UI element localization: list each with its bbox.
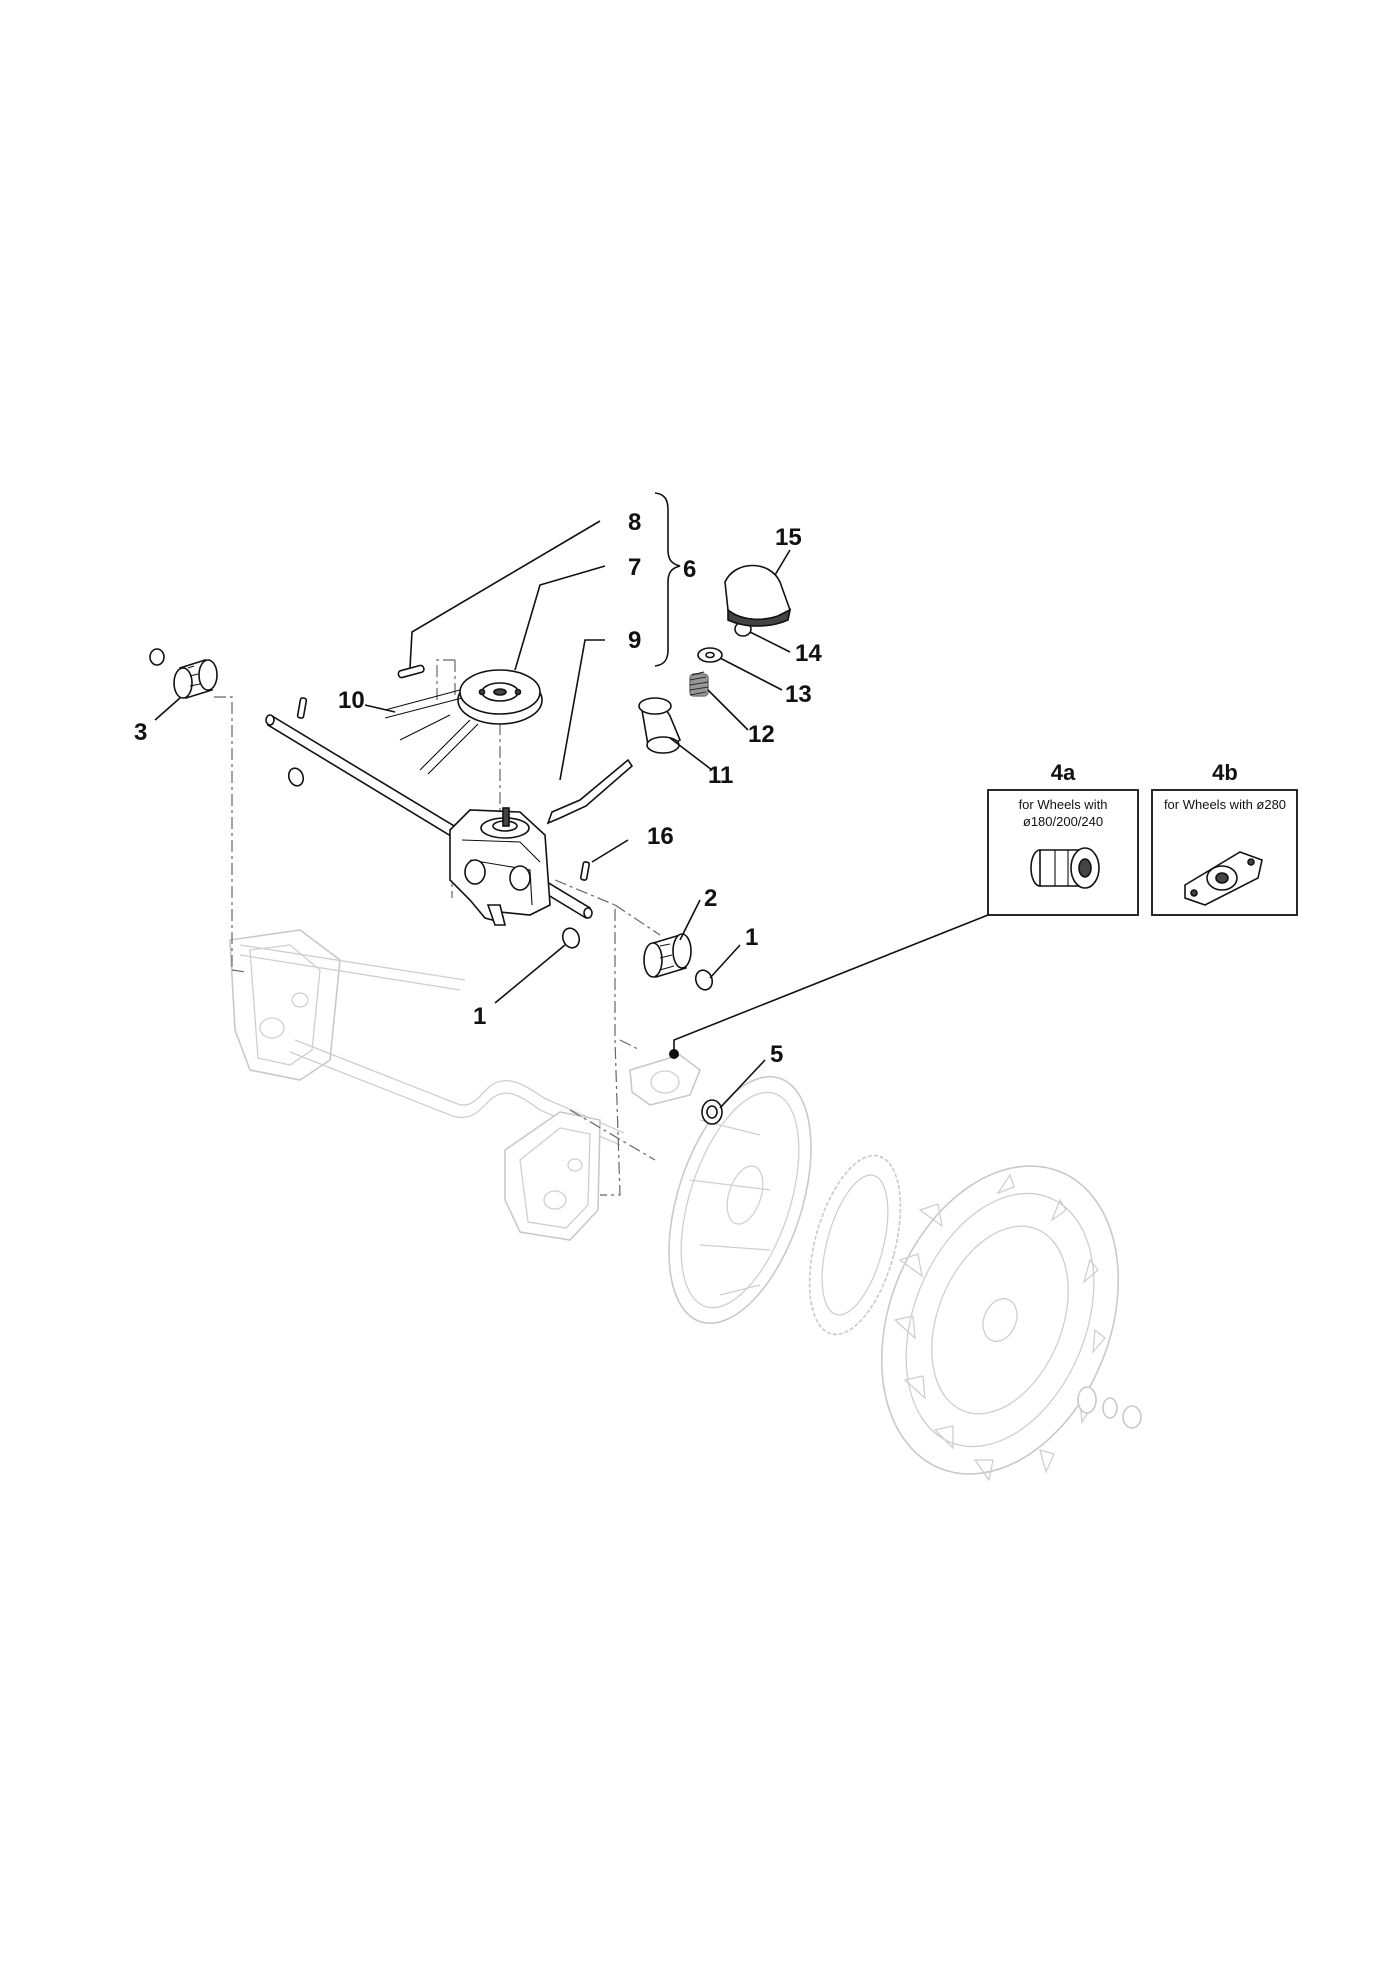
callout-labels: 8 7 6 9 15 14 13 12 11 10 3 16 2 1 1 5 (134, 509, 822, 1068)
callout-6: 6 (683, 556, 696, 583)
callout-3: 3 (134, 719, 147, 746)
callout-15: 15 (775, 524, 802, 551)
ghosted-wheel-assembly (668, 1075, 1142, 1482)
leader-lines (154, 492, 791, 1109)
callout-5: 5 (770, 1041, 783, 1068)
circlip-part-1-left (561, 927, 581, 949)
ghosted-mower-frame (229, 929, 625, 1241)
pulley (457, 669, 543, 725)
callout-1-left: 1 (473, 1003, 486, 1030)
gearbox (449, 807, 551, 926)
control-rod-part-9 (546, 758, 634, 825)
callout-13: 13 (785, 681, 812, 708)
callout-11: 11 (708, 762, 733, 789)
spring-part-12 (689, 671, 709, 697)
inset-4b-title: 4b (1212, 760, 1238, 785)
callout-1-right: 1 (745, 924, 758, 951)
callout-8: 8 (628, 509, 641, 536)
inset-4b: 4b for Wheels with ø280 (1151, 760, 1298, 916)
inset-4b-caption-1: for Wheels with ø280 (1164, 797, 1286, 812)
roll-pin-top (296, 697, 308, 719)
callout-16: 16 (647, 823, 674, 850)
callout-14: 14 (795, 640, 822, 667)
pinion-part-2 (643, 933, 692, 979)
pinion-part-3 (149, 648, 218, 700)
inset-4a-caption-1: for Wheels with (1019, 797, 1108, 812)
callout-2: 2 (704, 885, 717, 912)
callout-7: 7 (628, 554, 641, 581)
leader-part-4-to-inset (673, 914, 989, 1054)
circlip-left-lower (287, 767, 305, 787)
callout-9: 9 (628, 627, 641, 654)
bushing-part-11 (638, 697, 681, 754)
callout-10: 10 (338, 687, 365, 714)
callout-12: 12 (748, 721, 775, 748)
bearing-flange-part-4 (629, 1049, 701, 1106)
inset-4a-title: 4a (1051, 760, 1076, 785)
roll-pin-16 (579, 861, 591, 881)
inset-4a-caption-2: ø180/200/240 (1023, 814, 1103, 829)
v-belt (384, 689, 479, 775)
inset-4a: 4a for Wheels with ø180/200/240 (987, 760, 1139, 916)
key-part-8 (397, 664, 425, 679)
circlip-part-1-right (694, 969, 714, 991)
knob-part-15 (724, 564, 792, 627)
alignment-lines (214, 659, 661, 1196)
